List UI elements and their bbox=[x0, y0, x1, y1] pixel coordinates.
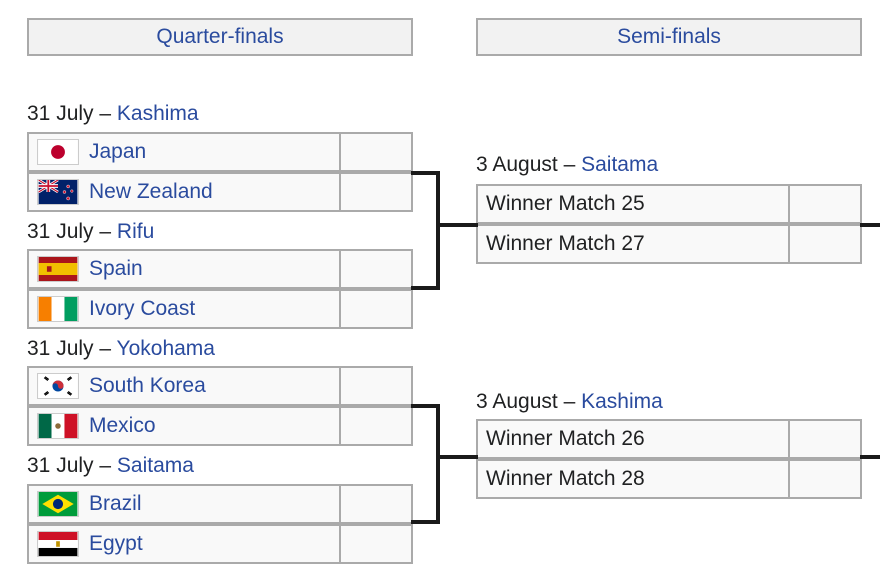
team-name-link[interactable]: Spain bbox=[89, 257, 143, 280]
team-cell: Japan bbox=[29, 134, 341, 170]
score-cell bbox=[341, 251, 411, 287]
team-cell: Spain bbox=[29, 251, 341, 287]
brazil-flag-icon[interactable] bbox=[37, 491, 79, 517]
match-label: 31 July – Yokohama bbox=[27, 337, 215, 361]
team-row: Winner Match 26 bbox=[476, 419, 862, 459]
egypt-flag-icon[interactable] bbox=[37, 531, 79, 557]
match-date: 31 July bbox=[27, 454, 94, 477]
match-separator: – bbox=[93, 454, 117, 477]
bracket-line bbox=[411, 286, 439, 290]
team-name-link[interactable]: Ivory Coast bbox=[89, 297, 196, 320]
team-cell: Egypt bbox=[29, 526, 341, 562]
bracket-line bbox=[436, 455, 478, 459]
south-korea-flag-icon[interactable] bbox=[37, 373, 79, 399]
match-venue-link[interactable]: Yokohama bbox=[116, 337, 215, 360]
score-cell bbox=[790, 421, 860, 457]
team-row: Ivory Coast bbox=[27, 289, 413, 329]
new-zealand-flag-icon[interactable] bbox=[37, 179, 79, 205]
match-date: 31 July bbox=[27, 337, 94, 360]
team-row: Japan bbox=[27, 132, 413, 172]
bracket-line bbox=[436, 404, 440, 524]
team-row: New Zealand bbox=[27, 172, 413, 212]
team-name-link[interactable]: Mexico bbox=[89, 414, 156, 437]
team-name-link[interactable]: Egypt bbox=[89, 532, 143, 555]
team-cell: Winner Match 27 bbox=[478, 226, 790, 262]
ivory-coast-flag-icon[interactable] bbox=[37, 296, 79, 322]
team-cell: Winner Match 28 bbox=[478, 461, 790, 497]
team-cell: South Korea bbox=[29, 368, 341, 404]
bracket-line bbox=[436, 223, 478, 227]
match-venue-link[interactable]: Kashima bbox=[116, 102, 199, 125]
match-date: 3 August bbox=[476, 153, 558, 176]
score-cell bbox=[341, 174, 411, 210]
score-cell bbox=[341, 291, 411, 327]
match-venue-link[interactable]: Saitama bbox=[116, 454, 194, 477]
match-label: 3 August – Saitama bbox=[476, 153, 658, 177]
score-cell bbox=[341, 486, 411, 522]
team-name-link[interactable]: New Zealand bbox=[89, 180, 213, 203]
match-date: 3 August bbox=[476, 390, 558, 413]
team-row: Winner Match 28 bbox=[476, 459, 862, 499]
match-venue-link[interactable]: Kashima bbox=[581, 390, 663, 413]
match-date: 31 July bbox=[27, 220, 94, 243]
mexico-flag-icon[interactable] bbox=[37, 413, 79, 439]
match-date: 31 July bbox=[27, 102, 94, 125]
bracket-line bbox=[411, 404, 439, 408]
team-cell: New Zealand bbox=[29, 174, 341, 210]
score-cell bbox=[341, 408, 411, 444]
team-name-link[interactable]: Japan bbox=[89, 140, 147, 163]
match-venue-link[interactable]: Saitama bbox=[581, 153, 659, 176]
bracket-line bbox=[436, 171, 440, 290]
match-label: 31 July – Kashima bbox=[27, 102, 199, 126]
score-cell bbox=[790, 186, 860, 222]
bracket-line bbox=[411, 520, 439, 524]
team-row: Brazil bbox=[27, 484, 413, 524]
match-separator: – bbox=[93, 220, 117, 243]
team-row: Spain bbox=[27, 249, 413, 289]
team-cell: Mexico bbox=[29, 408, 341, 444]
team-cell: Winner Match 25 bbox=[478, 186, 790, 222]
match-label: 31 July – Rifu bbox=[27, 220, 154, 244]
team-cell: Ivory Coast bbox=[29, 291, 341, 327]
round-header-quarter-finals[interactable]: Quarter-finals bbox=[27, 18, 413, 56]
japan-flag-icon[interactable] bbox=[37, 139, 79, 165]
team-cell: Brazil bbox=[29, 486, 341, 522]
team-row: South Korea bbox=[27, 366, 413, 406]
match-separator: – bbox=[557, 153, 582, 176]
match-separator: – bbox=[93, 102, 117, 125]
score-cell bbox=[341, 134, 411, 170]
match-label: 3 August – Kashima bbox=[476, 390, 663, 414]
match-label: 31 July – Saitama bbox=[27, 454, 194, 478]
team-row: Mexico bbox=[27, 406, 413, 446]
bracket-line bbox=[411, 171, 439, 175]
score-cell bbox=[790, 226, 860, 262]
round-header-semi-finals[interactable]: Semi-finals bbox=[476, 18, 862, 56]
score-cell bbox=[341, 368, 411, 404]
bracket-line bbox=[860, 455, 880, 459]
score-cell bbox=[790, 461, 860, 497]
match-separator: – bbox=[557, 390, 582, 413]
team-cell: Winner Match 26 bbox=[478, 421, 790, 457]
team-name-link[interactable]: Brazil bbox=[89, 492, 142, 515]
match-venue-link[interactable]: Rifu bbox=[116, 220, 155, 243]
match-separator: – bbox=[93, 337, 117, 360]
team-row: Winner Match 27 bbox=[476, 224, 862, 264]
score-cell bbox=[341, 526, 411, 562]
bracket-line bbox=[860, 223, 880, 227]
team-row: Winner Match 25 bbox=[476, 184, 862, 224]
team-row: Egypt bbox=[27, 524, 413, 564]
spain-flag-icon[interactable] bbox=[37, 256, 79, 282]
team-name-link[interactable]: South Korea bbox=[89, 374, 206, 397]
